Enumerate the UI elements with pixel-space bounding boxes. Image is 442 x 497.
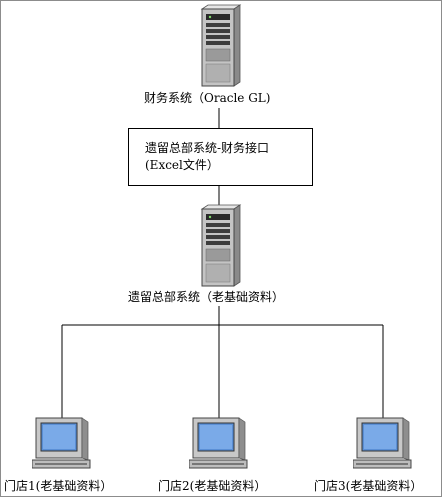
store-1-computer (31, 416, 92, 478)
interface-box-line1: 遗留总部系统-财务接口 (145, 141, 270, 155)
store-1-label: 门店1(老基础资料） (4, 479, 113, 493)
interface-box: 遗留总部系统-财务接口 (Excel文件） (128, 128, 313, 186)
server-tower-icon (200, 204, 242, 287)
store-3-computer (352, 416, 413, 478)
store-3-label: 门店3(老基础资料） (314, 479, 423, 493)
desktop-computer-icon (352, 417, 412, 469)
desktop-computer-icon (31, 417, 91, 469)
server-tower-icon (200, 4, 242, 87)
hq-server-label: 遗留总部系统（老基础资料） (128, 290, 285, 304)
finance-server (196, 4, 242, 92)
hq-server (196, 204, 242, 292)
desktop-computer-icon (188, 417, 248, 469)
store-2-computer (188, 416, 249, 478)
interface-box-line2: (Excel文件） (145, 158, 219, 172)
finance-server-label: 财务系统（Oracle GL) (144, 91, 271, 105)
store-2-label: 门店2(老基础资料） (158, 479, 267, 493)
